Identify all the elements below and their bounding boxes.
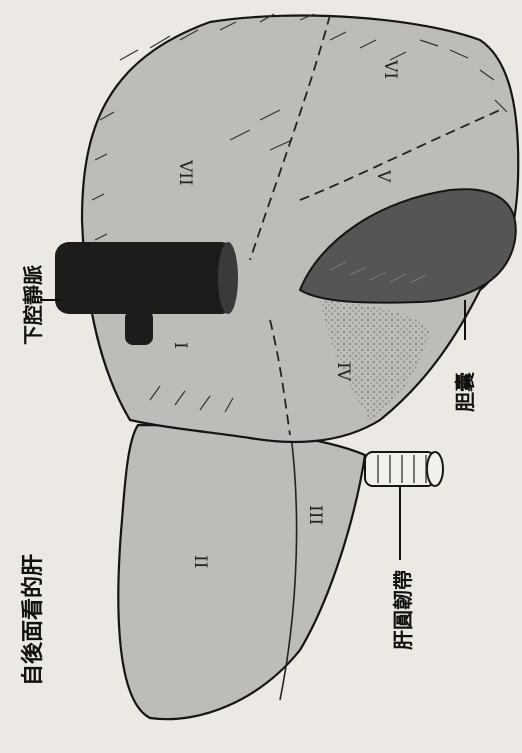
ivc-opening [218, 242, 238, 314]
ligament-label: 肝圓韌帶 [391, 570, 415, 650]
ivc-branch [125, 310, 153, 345]
segment-label-vii: VII [175, 159, 195, 186]
segment-label-i: I [170, 342, 190, 349]
ivc-label: 下腔靜脈 [21, 265, 45, 345]
figure-title: 自後面看的肝 [20, 554, 46, 686]
ivc-vessel [55, 242, 235, 314]
round-ligament [365, 452, 443, 486]
segment-label-ii: II [190, 555, 210, 568]
left-lobe [118, 425, 365, 719]
segment-label-iii: III [305, 505, 325, 525]
segment-label-v: V [373, 169, 393, 183]
segment-label-iv: IV [333, 362, 353, 382]
segment-label-vi: VI [380, 59, 400, 79]
gallbladder-label: 胆囊 [453, 372, 477, 412]
